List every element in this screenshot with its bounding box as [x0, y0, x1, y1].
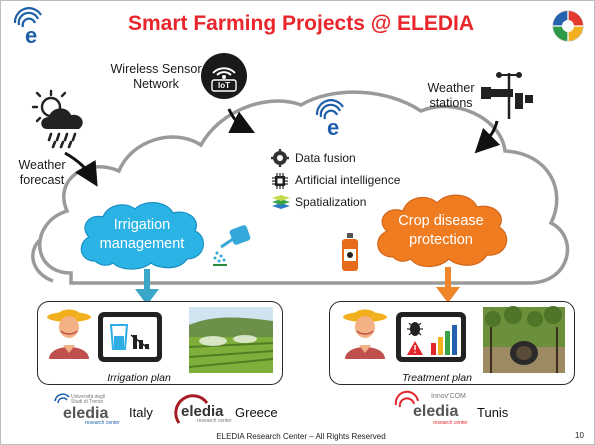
tablet-irrigation-icon: [98, 312, 162, 362]
eledia-italy-wordmark: eledia: [63, 405, 109, 422]
spray-can-icon: [342, 233, 358, 271]
eledia-tunis-wordmark: eledia: [413, 403, 459, 420]
weather-station-icon: [481, 72, 533, 119]
watering-can-icon: [213, 225, 251, 266]
chip-icon: [272, 173, 288, 189]
treatment-plan-caption: Treatment plan: [402, 372, 472, 384]
partner-tunis: Tunis: [477, 405, 509, 420]
gears-icon: [271, 149, 289, 167]
research-center-italy: research center: [85, 420, 120, 426]
farmer-icon: [47, 309, 91, 359]
tool-spatialization: Spatialization: [295, 195, 367, 209]
irrigation-plan-caption: Irrigation plan: [107, 372, 171, 384]
partner-italy: Italy: [129, 405, 153, 420]
page-title: Smart Farming Projects @ ELEDIA: [127, 12, 475, 35]
iot-icon: [201, 53, 247, 99]
weather-stations-label: Weather stations: [427, 81, 475, 110]
irrigation-field-photo: [188, 307, 274, 373]
globe-logo-icon: [552, 10, 584, 42]
iot-badge: IoT: [218, 81, 230, 90]
tablet-treatment-icon: [396, 312, 466, 362]
eledia-center-logo-icon: e: [315, 99, 344, 140]
weather-forecast-label: Weather forecast: [18, 158, 66, 187]
eledia-italy-logo-icon: [54, 393, 70, 404]
vineyard-photo: [483, 306, 565, 373]
svg-text:e: e: [327, 115, 339, 140]
layers-icon: [272, 195, 290, 209]
eledia-tunis-logo-icon: [394, 390, 419, 408]
weather-forecast-icon: [31, 89, 83, 149]
crop-bubble: [377, 194, 508, 268]
research-center-greece: research center: [197, 418, 232, 424]
page-number: 10: [575, 431, 584, 440]
irrigation-bubble: [80, 202, 204, 270]
tool-data-fusion: Data fusion: [295, 151, 356, 165]
crop-disease-label: Crop disease protection: [398, 213, 484, 248]
footer-text: ELEDIA Research Center – All Rights Rese…: [216, 432, 386, 441]
eledia-greece-wordmark: eledia: [181, 403, 224, 420]
partner-greece: Greece: [235, 405, 278, 420]
eledia-greece-logo-icon: [174, 394, 209, 424]
tool-artificial-intelligence: Artificial intelligence: [295, 173, 401, 187]
trento-text: Università degli Studi di Trento: [71, 394, 106, 405]
eledia-logo-icon: e: [13, 7, 42, 48]
wsn-label: Wireless Sensor Network: [110, 62, 202, 91]
farmer-icon-2: [343, 309, 387, 359]
irrigation-management-label: Irrigation management: [99, 217, 185, 252]
innov-com-text: Innov'COM: [431, 393, 466, 400]
svg-text:e: e: [25, 23, 37, 48]
research-center-tunis: research center: [433, 420, 468, 426]
